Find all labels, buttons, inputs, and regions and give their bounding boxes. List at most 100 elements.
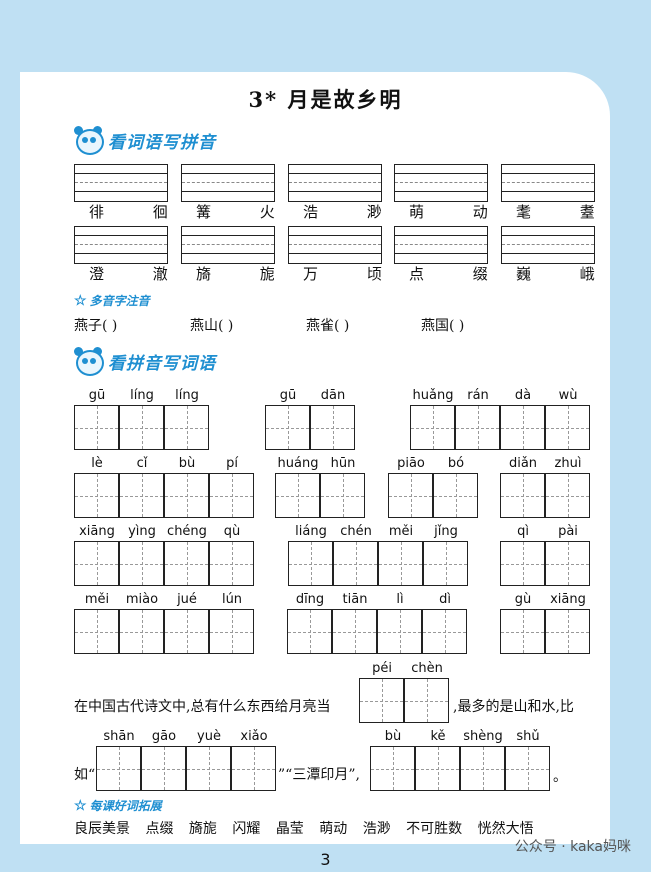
polyphonic-item[interactable]: 燕雀( ) xyxy=(306,318,350,334)
character-grid-cell[interactable] xyxy=(423,541,468,586)
character-grid-cell[interactable] xyxy=(265,405,310,450)
character-grid-cell[interactable] xyxy=(74,541,119,586)
pinyin-syllable: dì xyxy=(439,592,451,607)
pinyin-syllable: gū xyxy=(88,388,106,403)
character-grid-cell[interactable] xyxy=(310,405,355,450)
word-item: 点缀 xyxy=(145,821,174,837)
pinyin-answer-box[interactable] xyxy=(288,226,382,264)
character-grid-cell[interactable] xyxy=(378,541,423,586)
sentence-text: 如“ xyxy=(74,767,96,783)
pinyin-syllable: měi xyxy=(84,592,110,607)
pinyin-answer-box[interactable] xyxy=(501,164,595,202)
sentence-text: ,最多的是山和水,比 xyxy=(453,699,574,715)
pinyin-syllable: xiāng xyxy=(79,524,115,539)
pinyin-syllable: jǐng xyxy=(434,524,458,539)
character-grid-cell[interactable] xyxy=(164,541,209,586)
pinyin-syllable: péi xyxy=(372,661,392,676)
character-grid-cell[interactable] xyxy=(460,746,505,791)
character-grid-cell[interactable] xyxy=(119,405,164,450)
character-grid-cell[interactable] xyxy=(388,473,433,518)
character-grid-cell[interactable] xyxy=(500,541,545,586)
sentence-text: 在中国古代诗文中,总有什么东西给月亮当 xyxy=(74,699,331,715)
character-grid-cell[interactable] xyxy=(505,746,550,791)
word-label: 浩 渺 xyxy=(303,203,404,221)
pinyin-answer-box[interactable] xyxy=(394,226,488,264)
pinyin-syllable: liáng xyxy=(295,524,327,539)
character-grid-cell[interactable] xyxy=(359,678,404,723)
character-grid-cell[interactable] xyxy=(500,405,545,450)
section-header-write-pinyin: 看词语写拼音 xyxy=(74,126,216,155)
pinyin-answer-box[interactable] xyxy=(288,164,382,202)
character-grid-cell[interactable] xyxy=(209,541,254,586)
pinyin-answer-box[interactable] xyxy=(181,164,275,202)
character-grid-cell[interactable] xyxy=(164,473,209,518)
pinyin-syllable: hūn xyxy=(330,456,356,471)
character-grid-cell[interactable] xyxy=(500,473,545,518)
character-grid-cell[interactable] xyxy=(209,473,254,518)
character-grid-cell[interactable] xyxy=(275,473,320,518)
polyphonic-item[interactable]: 燕国( ) xyxy=(421,318,465,334)
character-grid-cell[interactable] xyxy=(433,473,478,518)
character-grid-cell[interactable] xyxy=(415,746,460,791)
character-grid-cell[interactable] xyxy=(119,541,164,586)
subsection-polyphonic: ☆ 多音字注音 xyxy=(74,292,150,309)
sentence-text: 。 xyxy=(553,769,567,785)
character-grid-cell[interactable] xyxy=(404,678,449,723)
character-grid-cell[interactable] xyxy=(545,541,590,586)
pinyin-syllable: lè xyxy=(91,456,103,471)
page-title: 3* 月是故乡明 xyxy=(248,87,403,112)
pinyin-syllable: bù xyxy=(178,456,196,471)
pinyin-answer-box[interactable] xyxy=(181,226,275,264)
pinyin-syllable: chén xyxy=(340,524,372,539)
star-icon: ☆ xyxy=(74,292,87,309)
word-label: 澄 澈 xyxy=(89,265,190,283)
character-grid-cell[interactable] xyxy=(74,473,119,518)
character-grid-cell[interactable] xyxy=(320,473,365,518)
character-grid-cell[interactable] xyxy=(231,746,276,791)
sentence-text: ”“三潭印月”, xyxy=(278,767,360,783)
character-grid-cell[interactable] xyxy=(74,405,119,450)
character-grid-cell[interactable] xyxy=(96,746,141,791)
pinyin-syllable: chéng xyxy=(167,524,207,539)
pinyin-answer-box[interactable] xyxy=(501,226,595,264)
pinyin-answer-box[interactable] xyxy=(74,164,168,202)
polyphonic-item[interactable]: 燕山( ) xyxy=(190,318,234,334)
character-grid-cell[interactable] xyxy=(164,609,209,654)
character-grid-cell[interactable] xyxy=(287,609,332,654)
character-grid-cell[interactable] xyxy=(455,405,500,450)
character-grid-cell[interactable] xyxy=(119,473,164,518)
pinyin-syllable: miào xyxy=(125,592,159,607)
character-grid-cell[interactable] xyxy=(545,405,590,450)
panda-icon xyxy=(74,126,104,155)
pinyin-syllable: pài xyxy=(558,524,578,539)
character-grid-cell[interactable] xyxy=(209,609,254,654)
character-grid-cell[interactable] xyxy=(288,541,333,586)
pinyin-syllable: jué xyxy=(177,592,197,607)
character-grid-cell[interactable] xyxy=(141,746,186,791)
pinyin-syllable: gāo xyxy=(151,729,177,744)
character-grid-cell[interactable] xyxy=(186,746,231,791)
star-icon: ☆ xyxy=(74,797,87,814)
character-grid-cell[interactable] xyxy=(333,541,378,586)
character-grid-cell[interactable] xyxy=(74,609,119,654)
pinyin-syllable: yuè xyxy=(197,729,221,744)
character-grid-cell[interactable] xyxy=(377,609,422,654)
character-grid-cell[interactable] xyxy=(164,405,209,450)
pinyin-answer-box[interactable] xyxy=(394,164,488,202)
character-grid-cell[interactable] xyxy=(332,609,377,654)
character-grid-cell[interactable] xyxy=(370,746,415,791)
pinyin-syllable: pí xyxy=(226,456,238,471)
character-grid-cell[interactable] xyxy=(545,609,590,654)
worksheet-page xyxy=(20,72,610,844)
pinyin-syllable: líng xyxy=(175,388,199,403)
pinyin-answer-box[interactable] xyxy=(74,226,168,264)
pinyin-syllable: bó xyxy=(447,456,465,471)
character-grid-cell[interactable] xyxy=(410,405,455,450)
character-grid-cell[interactable] xyxy=(500,609,545,654)
character-grid-cell[interactable] xyxy=(422,609,467,654)
subsection-good-words: ☆ 每课好词拓展 xyxy=(74,797,162,814)
character-grid-cell[interactable] xyxy=(119,609,164,654)
character-grid-cell[interactable] xyxy=(545,473,590,518)
polyphonic-item[interactable]: 燕子( ) xyxy=(74,318,118,334)
panda-icon xyxy=(74,347,104,376)
